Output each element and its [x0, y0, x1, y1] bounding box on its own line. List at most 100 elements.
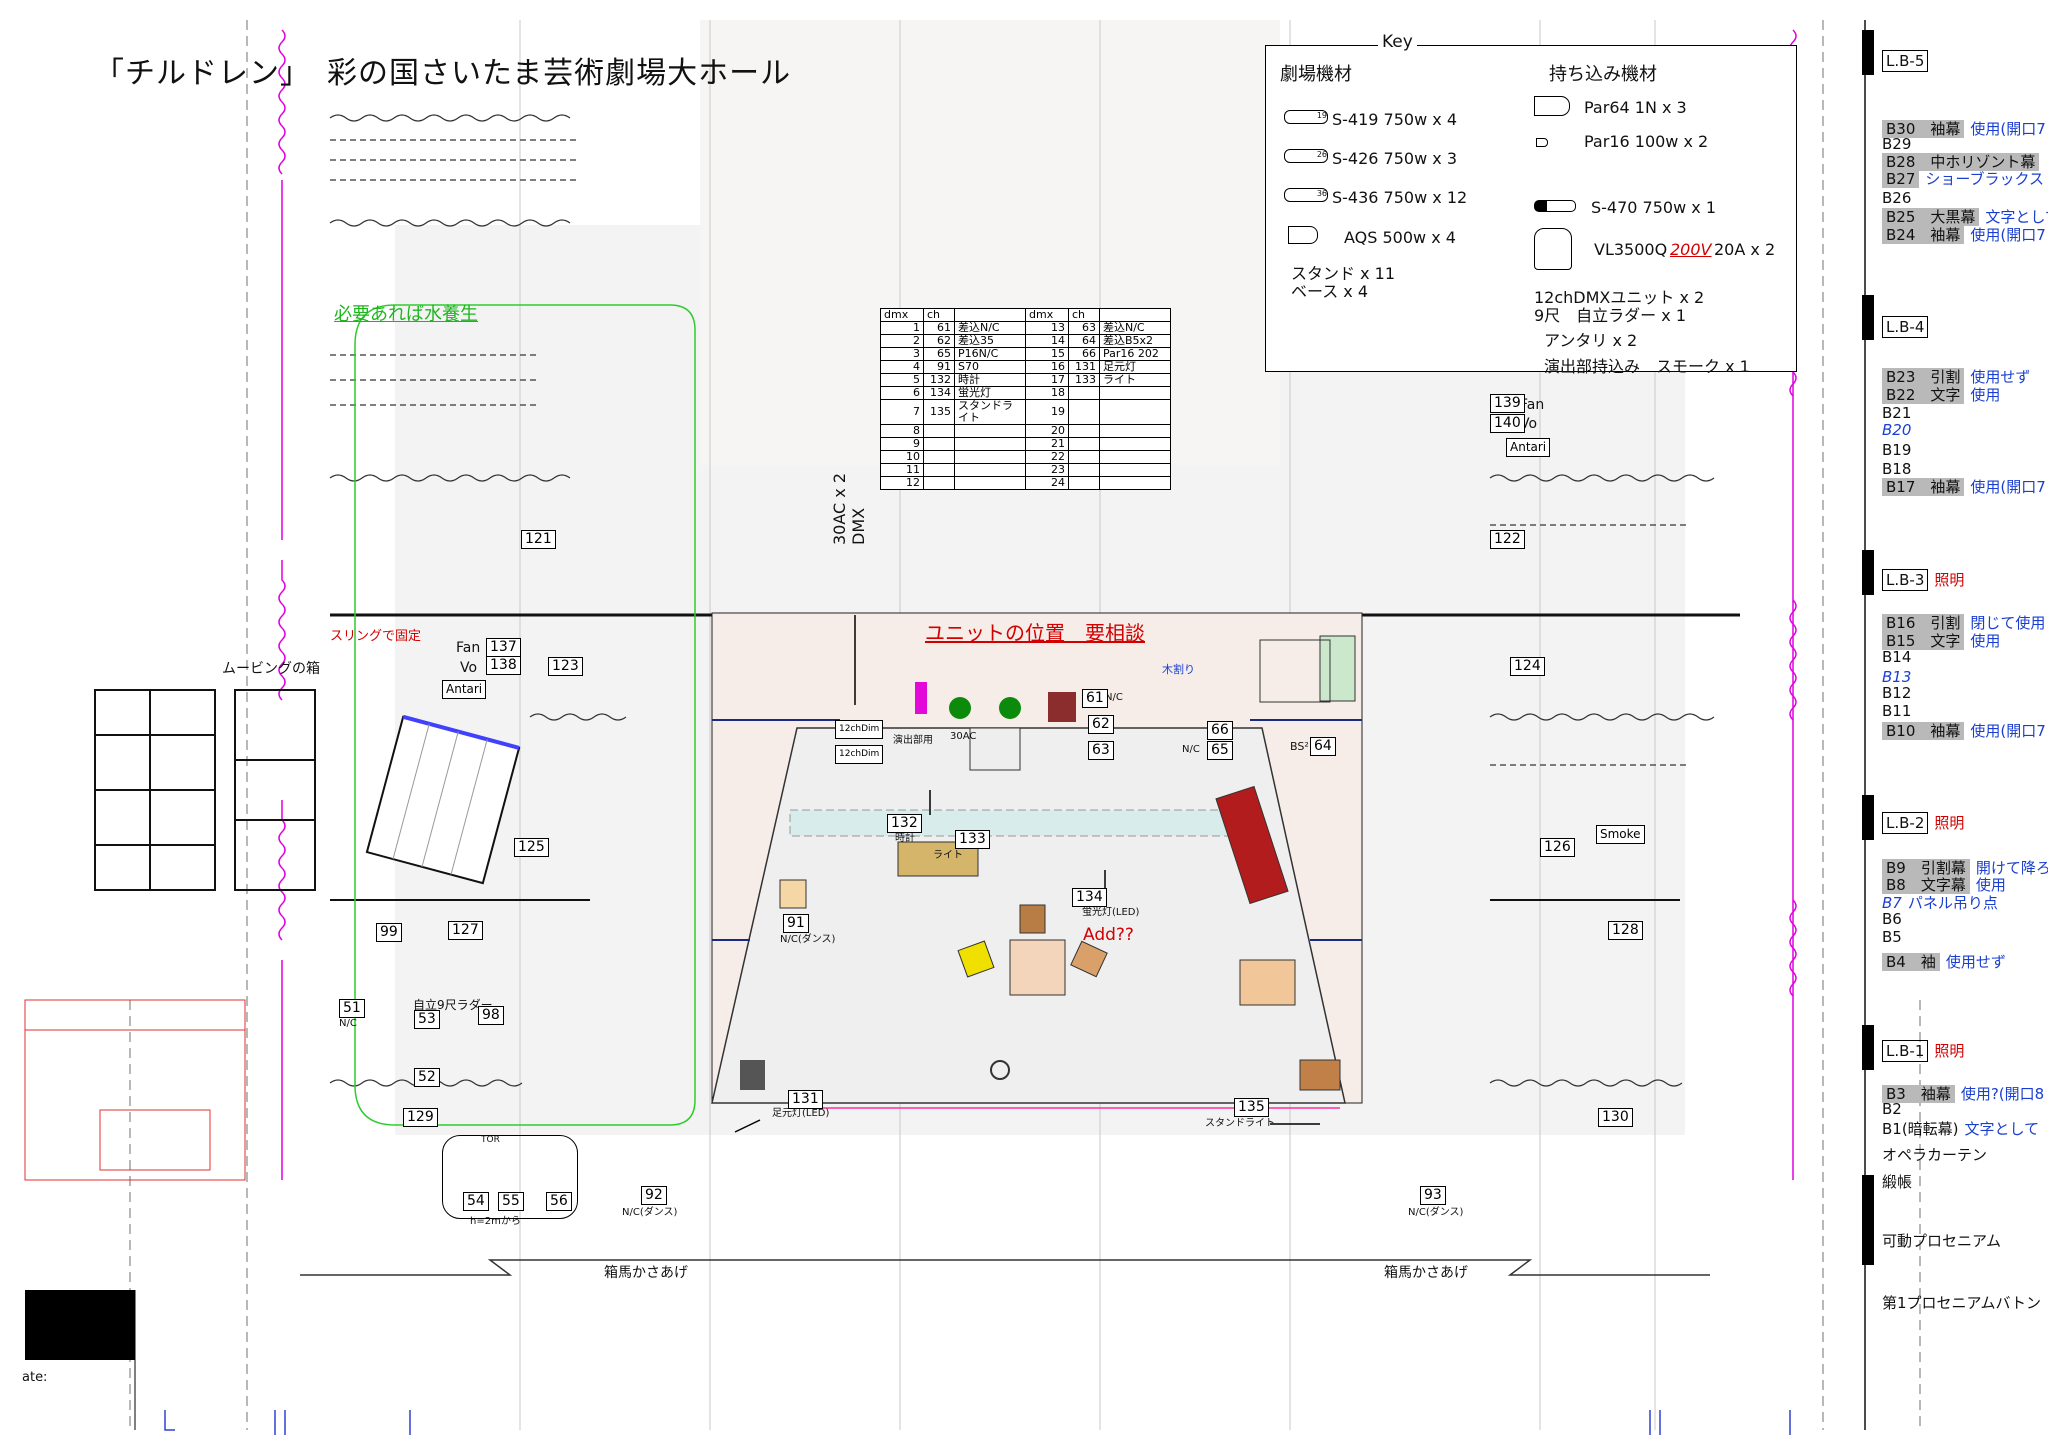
rail-label: B10 袖幕 — [1882, 722, 1965, 740]
house-item-label: S-426 750w x 3 — [1332, 149, 1457, 168]
rail-item: B27 ショーブラックス — [1882, 168, 2044, 189]
dmx-cell: 63 — [1068, 321, 1100, 335]
rail-item: L.B-4 — [1882, 316, 1929, 338]
rail-label: B7 — [1882, 894, 1902, 912]
rail-label: B4 袖 — [1882, 953, 1940, 971]
rail-label: B2 — [1882, 1100, 1902, 1118]
fan-label-right: Fan — [1520, 397, 1545, 413]
rail-note: 文字として — [1985, 208, 2048, 226]
channel-box-140: 140 — [1490, 414, 1525, 433]
par16-icon — [1536, 138, 1548, 147]
date-label: ate: — [22, 1370, 48, 1385]
rail-block-lb4 — [1862, 295, 1874, 340]
stove — [969, 727, 1021, 771]
rail-label: B6 — [1882, 910, 1902, 928]
rail-label: B19 — [1882, 441, 1912, 459]
dmx-cell: 65 — [923, 347, 955, 361]
house-item-label: AQS 500w x 4 — [1344, 228, 1456, 247]
col-desc — [1099, 308, 1171, 322]
rail-note: 開けて降ろ — [1975, 859, 2048, 877]
dmx-cell: 10 — [880, 450, 924, 464]
dmx-cell: 11 — [880, 463, 924, 477]
rail-item: オペラカーテン — [1882, 1144, 1987, 1165]
rail-label: B26 — [1882, 189, 1912, 207]
dmx-cell — [923, 463, 955, 477]
vl-suffix: 20A x 2 — [1714, 240, 1776, 259]
rail-item: B25 大黒幕文字として — [1882, 206, 2048, 227]
dmx-cell: 14 — [1025, 334, 1069, 348]
dmx-cell: 66 — [1068, 347, 1100, 361]
dmx-cell: 91 — [923, 360, 955, 374]
ladder-label: 自立9尺ラダー — [413, 998, 493, 1012]
col-dmx: dmx — [880, 308, 924, 322]
dmx-cell: 2 — [880, 334, 924, 348]
spot-icon: 19 — [1284, 110, 1328, 124]
dmx-cell: 61 — [923, 321, 955, 335]
rail-label: B11 — [1882, 702, 1912, 720]
nc-dance-label: N/C(ダンス) — [780, 934, 836, 945]
hakoma-left: 箱馬かさあげ — [604, 1265, 688, 1281]
rail-label: L.B-3 — [1882, 569, 1929, 591]
rail-item: L.B-2 照明 — [1882, 812, 1965, 834]
rail-block-lb5 — [1862, 30, 1874, 75]
rail-label: B27 — [1882, 170, 1920, 188]
dmx-cell — [923, 437, 955, 451]
dmx-cell: 21 — [1025, 437, 1069, 451]
col-dmx: dmx — [1025, 308, 1069, 322]
rail-note: 使用(開口7 — [1970, 120, 2046, 138]
brought-extra-3: アンタリ x 2 — [1544, 331, 1638, 350]
rail-label: B21 — [1882, 404, 1912, 422]
dmx-cell: 1 — [880, 321, 924, 335]
channel-box-121: 121 — [521, 530, 556, 549]
nc-dance-93: N/C(ダンス) — [1408, 1207, 1464, 1218]
dmx-cell — [923, 476, 955, 490]
rail-block-lb2 — [1862, 795, 1874, 840]
rail-note: 使用?(開口8 — [1960, 1085, 2045, 1103]
rail-label: B28 中ホリゾント幕 — [1882, 153, 2040, 171]
channel-box-65: 65 — [1207, 741, 1233, 760]
rail-label: B13 — [1882, 668, 1912, 686]
channel-box-93: 93 — [1420, 1186, 1446, 1205]
rail-note: 使用 — [1970, 386, 2001, 404]
rail-item: B23 引割使用せず — [1882, 366, 2030, 387]
channel-box-98: 98 — [478, 1006, 504, 1025]
nc-label-3: N/C — [339, 1018, 357, 1029]
dmx-cell: 22 — [1025, 450, 1069, 464]
rail-label: B14 — [1882, 648, 1912, 666]
rail-note: 閉じて使用 — [1970, 614, 2046, 632]
bs2-label: BS² — [1290, 740, 1309, 753]
house-item-label: S-419 750w x 4 — [1332, 110, 1457, 129]
channel-box-135: 135 — [1234, 1098, 1269, 1117]
standlight-label: スタンドライト — [1205, 1118, 1275, 1129]
dmx-cell — [923, 424, 955, 438]
channel-box-54: 54 — [463, 1192, 489, 1211]
channel-box-56: 56 — [546, 1192, 572, 1211]
channel-box-62: 62 — [1088, 715, 1114, 734]
dmx-cell: 133 — [1068, 373, 1100, 387]
dmx-cell: 20 — [1025, 424, 1069, 438]
rail-label: L.B-2 — [1882, 812, 1929, 834]
rail-note: 照明 — [1934, 814, 1965, 832]
channel-box-64: 64 — [1310, 737, 1336, 756]
antari-right: Antari — [1506, 438, 1551, 457]
dmx-cell: 19 — [1025, 399, 1069, 425]
dmx-cell — [1099, 476, 1171, 490]
channel-box-126: 126 — [1540, 838, 1575, 857]
dmx-cell: 差込N/C — [1099, 321, 1171, 335]
channel-box-66: 66 — [1207, 721, 1233, 740]
sink — [779, 879, 807, 909]
rail-label: B12 — [1882, 684, 1912, 702]
dmx-cell — [1099, 450, 1171, 464]
rail-note: ショーブラックス — [1925, 170, 2045, 188]
dmx-cell: 17 — [1025, 373, 1069, 387]
key-box: Key 劇場機材 持ち込み機材 19 S-419 750w x 4 26 S-4… — [1265, 32, 1797, 376]
rail-item: B10 袖幕使用(開口7 — [1882, 720, 2046, 741]
rail-item: B2 — [1882, 1100, 1902, 1118]
round-item — [990, 1060, 1010, 1080]
spot-icon: 36 — [1284, 188, 1328, 202]
dmx-cell: 64 — [1068, 334, 1100, 348]
